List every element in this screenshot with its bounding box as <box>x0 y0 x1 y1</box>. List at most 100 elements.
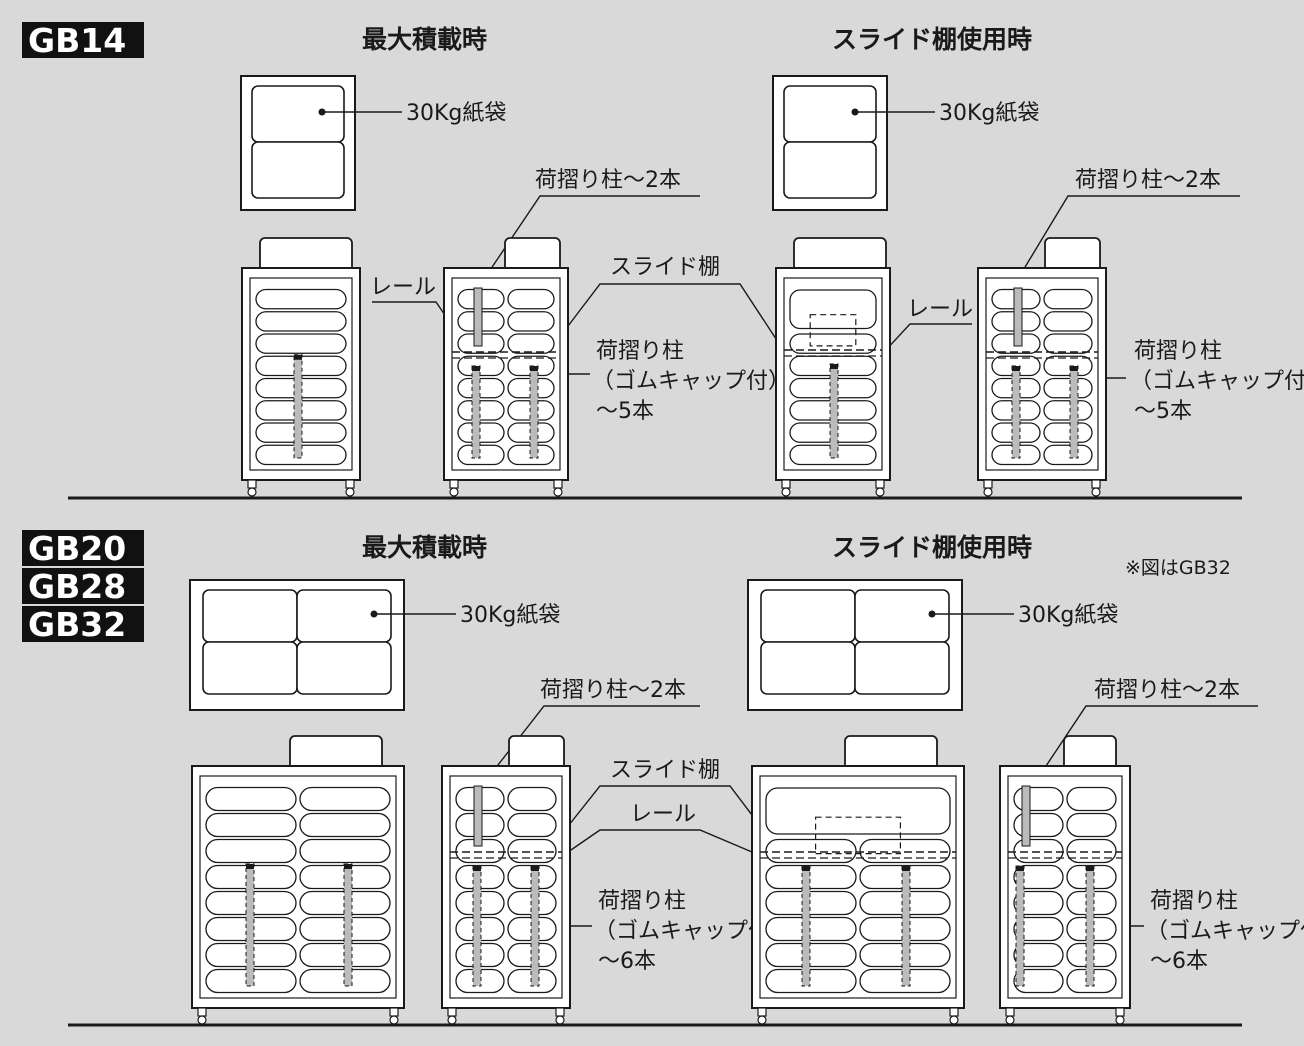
rice-bag <box>1013 838 1064 864</box>
rice-bag <box>457 444 505 466</box>
rice-bag <box>1013 968 1064 994</box>
rice-bag <box>1066 786 1117 812</box>
post2-label-gb14-right: 荷摺り柱〜2本 <box>1075 168 1221 193</box>
cabinet-inner-frame <box>783 277 883 471</box>
rubber-cap <box>902 866 910 871</box>
rice-bag <box>1043 400 1093 421</box>
rice-bag <box>1043 377 1093 399</box>
model-badge-gb20 <box>22 530 144 566</box>
rice-bag <box>507 288 555 310</box>
model-label-gb32: GB32 <box>28 605 126 644</box>
caster <box>389 1007 399 1017</box>
rice-bag <box>1013 916 1064 942</box>
rice-bag <box>1043 288 1093 310</box>
caster-wheel <box>449 487 459 497</box>
rice-bag <box>1043 444 1093 466</box>
caster-wheel <box>389 1015 399 1025</box>
rubber-cap <box>473 866 481 871</box>
cabinet-hopper <box>1044 237 1101 273</box>
heading-slide-shelf-gb14: スライド棚使用時 <box>832 25 1032 54</box>
caster-wheel <box>247 487 257 497</box>
stacking-post <box>472 865 482 987</box>
rice-bag <box>457 422 505 443</box>
caster <box>555 1007 565 1017</box>
rice-bag <box>789 333 877 354</box>
rice-bag <box>765 942 857 968</box>
rice-bag <box>765 787 951 835</box>
cabinet-hopper <box>793 237 887 273</box>
caster-wheel <box>1091 487 1101 497</box>
rubber-cap <box>531 866 539 871</box>
cabinet-hopper <box>504 237 561 273</box>
section-gb14: GB14 最大積載時 スライド棚使用時 30Kg紙袋 30Kg紙袋 荷摺り柱〜2… <box>22 21 1304 500</box>
post-cap-gb14-left-2: （ゴムキャップ付） <box>592 369 790 394</box>
caster <box>247 479 257 489</box>
caster <box>875 479 885 489</box>
stacking-post-upper <box>473 785 483 847</box>
cabinet-front-4 <box>977 237 1107 497</box>
post-cap-gb14-left-1: 荷摺り柱 <box>596 339 684 364</box>
caster-wheel <box>983 487 993 497</box>
rice-bag <box>457 355 505 377</box>
rice-bag <box>255 288 347 310</box>
rice-bag <box>1013 942 1064 968</box>
model-label-gb14: GB14 <box>28 21 126 60</box>
caster-wheel <box>555 1015 565 1025</box>
rice-bag <box>255 333 347 354</box>
stacking-post-upper <box>1013 287 1023 347</box>
stacking-post <box>901 865 911 987</box>
rice-bag <box>255 311 347 332</box>
rice-bag <box>299 812 391 838</box>
rice-bag <box>205 812 297 838</box>
bag-label-gb14-left: 30Kg紙袋 <box>406 101 506 126</box>
rice-bag <box>457 377 505 399</box>
top-view-wide-cabinet-left <box>189 579 405 711</box>
rubber-cap <box>1086 866 1094 871</box>
front-view-cabinets <box>191 237 1131 1025</box>
post-cap-gb14-right-3: 〜5本 <box>1134 399 1192 424</box>
cabinet-inner-frame <box>1007 775 1123 999</box>
stacking-post <box>293 354 303 459</box>
caster <box>553 479 563 489</box>
cabinet-inner-frame <box>985 277 1099 471</box>
model-badge-gb14 <box>22 22 144 58</box>
rice-bag <box>1066 838 1117 864</box>
cabinet-inner-frame <box>759 775 957 999</box>
rice-bag <box>507 786 557 812</box>
rice-bag <box>765 968 857 994</box>
caster-wheel <box>949 1015 959 1025</box>
rice-bag <box>205 838 297 864</box>
rubber-cap <box>472 366 480 371</box>
caster-wheel <box>197 1015 207 1025</box>
cabinet-front-5 <box>191 735 405 1025</box>
rice-bag <box>299 786 391 812</box>
post2-label-gb14-left: 荷摺り柱〜2本 <box>535 168 681 193</box>
rice-bag <box>299 838 391 864</box>
stacking-post <box>529 365 539 459</box>
slide-shelf-label-gb32: スライド棚 <box>610 758 720 783</box>
post2-label-gb32-left: 荷摺り柱〜2本 <box>540 678 686 703</box>
cabinet-hopper <box>844 735 938 771</box>
caster <box>983 479 993 489</box>
post-cap-gb32-right-2: （ゴムキャップ付） <box>1146 919 1304 944</box>
stacking-post <box>829 363 839 459</box>
caster-wheel <box>345 487 355 497</box>
caster <box>197 1007 207 1017</box>
rice-bag <box>765 838 857 864</box>
bag-label-gb14-right: 30Kg紙袋 <box>939 101 1039 126</box>
stacking-post <box>801 865 811 987</box>
cabinet-inner-frame <box>199 775 397 999</box>
cabinet-hopper <box>1063 735 1117 771</box>
caster-wheel <box>757 1015 767 1025</box>
caster <box>447 1007 457 1017</box>
rice-bag <box>765 916 857 942</box>
figure-note: ※図はGB32 <box>1125 557 1231 579</box>
post-cap-gb14-left-3: 〜5本 <box>596 399 654 424</box>
rail-label-gb32: レール <box>630 802 696 827</box>
caster-wheel <box>1115 1015 1125 1025</box>
caster-wheel <box>553 487 563 497</box>
rice-bag <box>457 400 505 421</box>
caster <box>949 1007 959 1017</box>
rubber-cap <box>294 354 302 360</box>
